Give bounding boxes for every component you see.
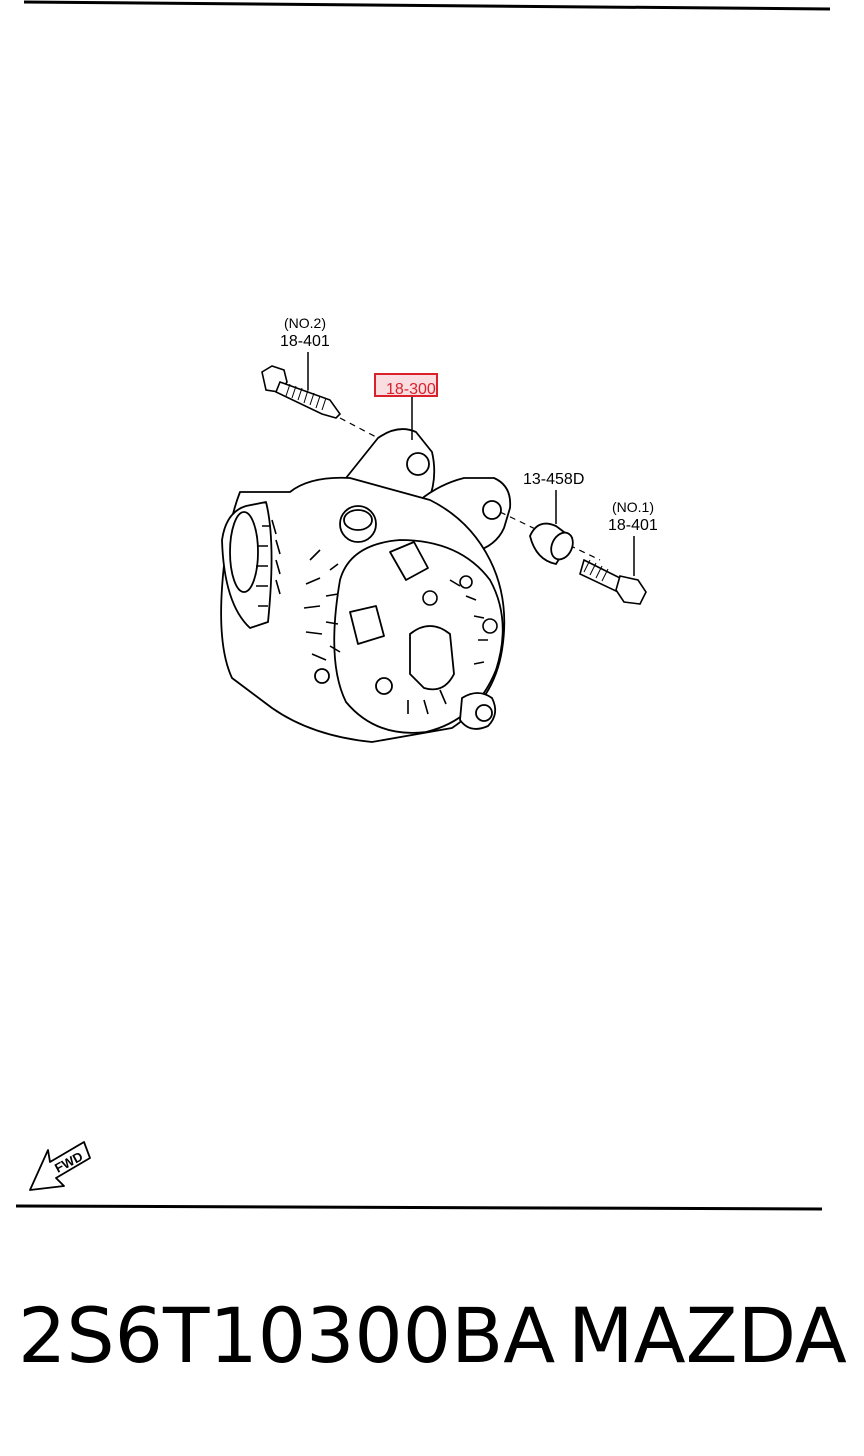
bushing xyxy=(529,522,574,566)
bottom-border-line xyxy=(15,1204,823,1211)
callout-bolt-no2-qualifier: (NO.2) xyxy=(284,315,326,331)
axis-bolt-no2 xyxy=(339,417,379,439)
brand-name: MAZDA xyxy=(568,1291,847,1380)
bolt-no1 xyxy=(579,558,647,605)
callout-bolt-no2-code[interactable]: 18-401 xyxy=(280,333,330,350)
fwd-arrow-icon xyxy=(29,1141,91,1191)
alternator xyxy=(220,428,512,743)
callout-bolt-no1-code[interactable]: 18-401 xyxy=(608,517,658,534)
top-border-line xyxy=(23,0,831,11)
callout-alternator-code[interactable]: 18-300 xyxy=(386,381,436,398)
part-number: 2S6T10300BA xyxy=(18,1291,556,1380)
callout-bolt-no1-qualifier: (NO.1) xyxy=(612,499,654,515)
fwd-label: FWD xyxy=(52,1149,85,1176)
alternator-fins xyxy=(256,519,498,715)
part-highlight-box[interactable] xyxy=(374,373,438,397)
callout-bushing-code[interactable]: 13-458D xyxy=(523,471,585,488)
caption: 2S6T10300BA MAZDA xyxy=(0,1298,864,1388)
bolt-no2 xyxy=(261,365,342,419)
